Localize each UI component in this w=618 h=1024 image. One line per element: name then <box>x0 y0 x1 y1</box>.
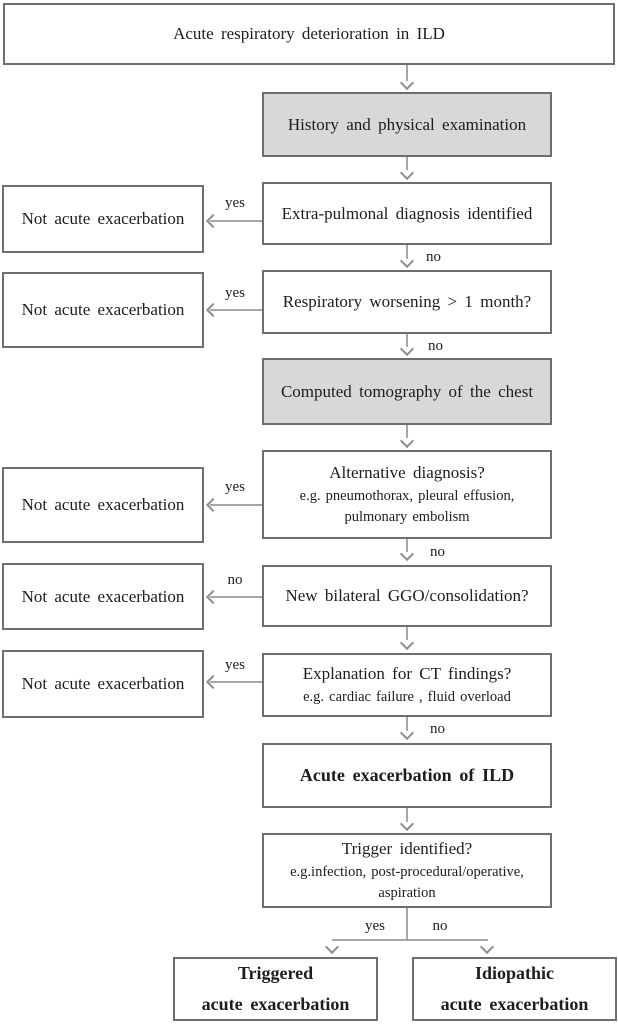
not-acute-box-5: Not acute exacerbation <box>2 650 204 718</box>
arrow-line <box>406 717 408 731</box>
alternative-diagnosis-question: Alternative diagnosis? e.g. pneumothorax… <box>262 450 552 539</box>
arrow-down-icon <box>399 816 415 832</box>
arrow-line <box>210 681 262 683</box>
arrow-line <box>406 157 408 170</box>
edge-label-yes-4: yes <box>225 657 245 673</box>
fork-horizontal-line <box>332 939 488 941</box>
arrow-down-icon <box>324 939 340 955</box>
outcome-line: Triggered <box>237 962 314 983</box>
arrow-line <box>210 596 262 598</box>
acute-exacerbation-box: Acute exacerbation of ILD <box>262 743 552 808</box>
not-acute-text: Not acute exacerbation <box>21 586 185 606</box>
ct-scan-text: Computed tomography of the chest <box>280 381 534 401</box>
not-acute-box-3: Not acute exacerbation <box>2 467 204 543</box>
example-line: e.g. cardiac failure , fluid overload <box>303 688 511 705</box>
arrow-down-icon <box>399 725 415 741</box>
not-acute-box-4: Not acute exacerbation <box>2 563 204 630</box>
edge-label-no-5: no <box>430 721 445 737</box>
extra-pulmonal-question: Extra-pulmonal diagnosis identified <box>262 182 552 245</box>
arrow-line <box>406 539 408 552</box>
example-line: e.g. pneumothorax, pleural effusion, <box>299 488 515 505</box>
not-acute-box-2: Not acute exacerbation <box>2 272 204 348</box>
arrow-line <box>210 220 262 222</box>
arrow-line <box>406 245 408 259</box>
ct-explanation-text: Explanation for CT findings? <box>302 663 512 683</box>
arrow-down-icon <box>399 546 415 562</box>
not-acute-box-1: Not acute exacerbation <box>2 185 204 253</box>
edge-label-yes-1: yes <box>225 195 245 211</box>
not-acute-text: Not acute exacerbation <box>21 300 185 320</box>
arrow-line <box>406 425 408 438</box>
ct-explanation-question: Explanation for CT findings? e.g. cardia… <box>262 653 552 717</box>
edge-label-no-4: no <box>227 572 243 588</box>
arrow-line <box>406 627 408 640</box>
alternative-diagnosis-examples: e.g. pneumothorax, pleural effusion, pul… <box>300 486 515 527</box>
arrow-line <box>406 808 408 822</box>
not-acute-text: Not acute exacerbation <box>21 209 185 229</box>
example-line: aspiration <box>378 884 436 901</box>
arrow-down-icon <box>399 75 415 91</box>
arrow-left-icon <box>205 674 221 690</box>
outcome-line: acute exacerbation <box>201 994 350 1014</box>
worsening-question: Respiratory worsening > 1 month? <box>262 270 552 334</box>
arrow-line <box>210 504 262 506</box>
example-line: pulmonary embolism <box>344 508 470 525</box>
fork-stub-line <box>406 908 408 941</box>
trigger-text: Trigger identified? <box>341 839 473 859</box>
edge-label-no-1: no <box>426 249 441 265</box>
ggo-text: New bilateral GGO/consolidation? <box>285 586 529 606</box>
idiopathic-outcome-box: Idiopathic acute exacerbation <box>412 957 617 1021</box>
triggered-outcome-box: Triggered acute exacerbation <box>173 957 378 1021</box>
arrow-left-icon <box>205 589 221 605</box>
example-line: e.g.infection, post-procedural/operative… <box>290 864 524 881</box>
ct-scan-box: Computed tomography of the chest <box>262 358 552 425</box>
arrow-line <box>406 334 408 347</box>
arrow-left-icon <box>205 497 221 513</box>
acute-exacerbation-text: Acute exacerbation of ILD <box>299 765 515 786</box>
ggo-question: New bilateral GGO/consolidation? <box>262 565 552 627</box>
title-box: Acute respiratory deterioration in ILD <box>3 3 615 65</box>
title-text: Acute respiratory deterioration in ILD <box>173 24 445 44</box>
worsening-text: Respiratory worsening > 1 month? <box>282 292 532 312</box>
edge-label-no-2: no <box>428 338 443 354</box>
arrow-left-icon <box>205 302 221 318</box>
edge-label-no-3: no <box>430 544 445 560</box>
not-acute-text: Not acute exacerbation <box>21 674 185 694</box>
edge-label-yes-3: yes <box>225 479 245 495</box>
not-acute-text: Not acute exacerbation <box>21 495 185 515</box>
arrow-line <box>210 309 262 311</box>
outcome-line: acute exacerbation <box>440 994 589 1014</box>
edge-label-yes-2: yes <box>225 285 245 301</box>
history-exam-box: History and physical examination <box>262 92 552 157</box>
arrow-left-icon <box>205 213 221 229</box>
trigger-examples: e.g.infection, post-procedural/operative… <box>290 862 524 903</box>
edge-label-no-6: no <box>432 918 448 934</box>
extra-pulmonal-text: Extra-pulmonal diagnosis identified <box>281 203 533 223</box>
arrow-down-icon <box>399 341 415 357</box>
arrow-down-icon <box>399 165 415 181</box>
arrow-down-icon <box>399 253 415 269</box>
arrow-line <box>406 65 408 81</box>
trigger-question: Trigger identified? e.g.infection, post-… <box>262 833 552 908</box>
edge-label-yes-5: yes <box>365 918 385 934</box>
outcome-line: Idiopathic <box>474 962 555 983</box>
arrow-down-icon <box>479 939 495 955</box>
arrow-down-icon <box>399 635 415 651</box>
arrow-down-icon <box>399 433 415 449</box>
history-exam-text: History and physical examination <box>287 114 527 134</box>
alternative-diagnosis-text: Alternative diagnosis? <box>329 463 485 483</box>
